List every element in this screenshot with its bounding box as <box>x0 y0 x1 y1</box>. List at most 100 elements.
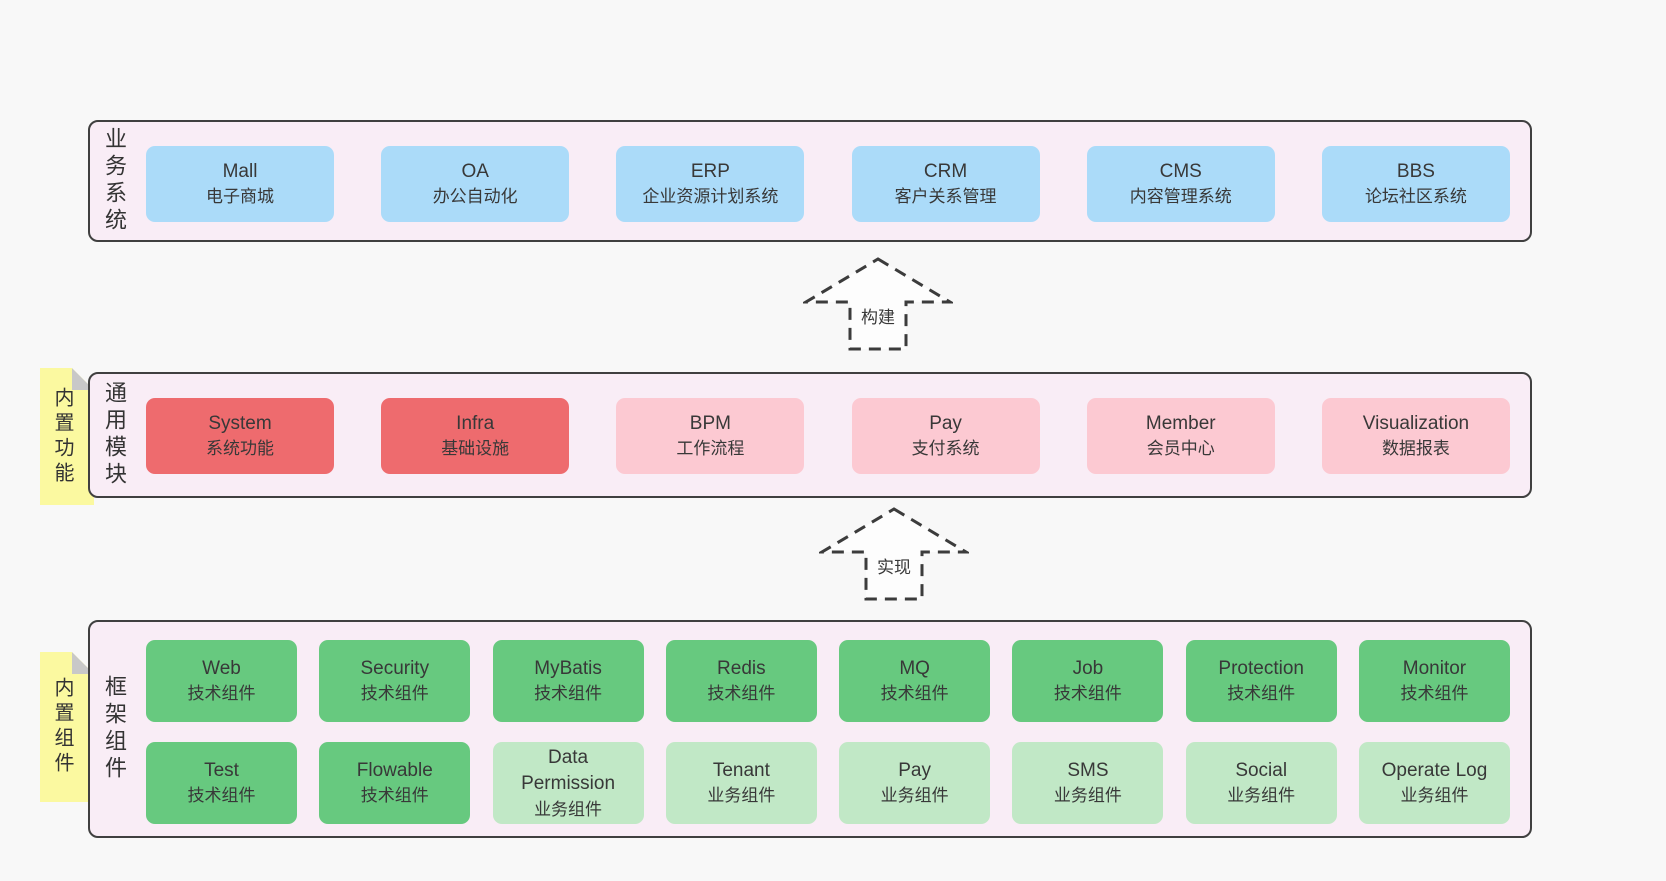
box-en-name: MQ <box>899 658 930 680</box>
box-web: Web 技术组件 <box>146 640 297 722</box>
box-en-name: OA <box>461 161 489 183</box>
box-zh-desc: 内容管理系统 <box>1129 187 1232 207</box>
box-zh-desc: 技术组件 <box>1227 684 1296 704</box>
box-visualization: Visualization 数据报表 <box>1321 398 1510 474</box>
implement-arrow-label: 实现 <box>877 558 911 577</box>
box-en-name: Member <box>1145 413 1216 435</box>
box-zh-desc: 技术组件 <box>1400 684 1469 704</box>
box-zh-desc: 办公自动化 <box>432 187 518 207</box>
box-zh-desc: 系统功能 <box>206 439 274 459</box>
box-zh-desc: 论坛社区系统 <box>1364 187 1467 207</box>
box-social: Social 业务组件 <box>1185 742 1337 824</box>
box-pay: Pay 业务组件 <box>839 742 991 824</box>
box-en-name: CMS <box>1159 161 1202 183</box>
business-systems-label: 业务系统 <box>102 127 127 235</box>
dashed-up-arrow-shape <box>803 257 953 351</box>
box-oa: OA 办公自动化 <box>381 146 570 222</box>
box-en-name: Operate Log <box>1381 760 1488 782</box>
box-en-name: Visualization <box>1362 413 1470 435</box>
box-test: Test 技术组件 <box>146 742 297 824</box>
box-en-name: Infra <box>456 413 495 435</box>
box-flowable: Flowable 技术组件 <box>319 742 471 824</box>
box-zh-desc: 业务组件 <box>1400 786 1469 806</box>
box-zh-desc: 业务组件 <box>1053 786 1122 806</box>
box-en-name: Pay <box>929 413 962 435</box>
box-en-name: Flowable <box>356 760 433 782</box>
box-redis: Redis 技术组件 <box>665 640 817 722</box>
box-zh-desc: 工作流程 <box>676 439 745 459</box>
box-protection: Protection 技术组件 <box>1185 640 1337 722</box>
box-en-name: Pay <box>898 760 931 782</box>
box-zh-desc: 技术组件 <box>360 786 429 806</box>
box-en-name: Job <box>1072 658 1104 680</box>
box-en-name: System <box>208 413 272 435</box>
box-bpm: BPM 工作流程 <box>616 398 805 474</box>
build-arrow-label: 构建 <box>861 308 895 327</box>
box-mall: Mall 电子商城 <box>146 146 334 222</box>
box-zh-desc: 业务组件 <box>534 799 603 819</box>
box-member: Member 会员中心 <box>1086 398 1275 474</box>
sticky-note-builtin-features: 内置功能 <box>40 368 94 505</box>
box-zh-desc: 基础设施 <box>441 439 510 459</box>
box-zh-desc: 技术组件 <box>1053 684 1122 704</box>
box-en-name: BBS <box>1396 161 1435 183</box>
box-crm: CRM 客户关系管理 <box>851 146 1040 222</box>
box-mq: MQ 技术组件 <box>839 640 991 722</box>
box-en-name: MyBatis <box>534 658 602 680</box>
box-en-name: Redis <box>717 658 766 680</box>
sticky-note-label: 内置功能 <box>51 386 73 487</box>
build-arrow-up: 构建 <box>803 257 953 351</box>
box-zh-desc: 技术组件 <box>187 684 256 704</box>
box-infra: Infra 基础设施 <box>381 398 570 474</box>
box-en-name: Mall <box>222 161 258 183</box>
box-sms: SMS 业务组件 <box>1012 742 1164 824</box>
box-zh-desc: 技术组件 <box>880 684 949 704</box>
box-en-name: BPM <box>689 413 731 435</box>
box-zh-desc: 业务组件 <box>707 786 776 806</box>
sticky-note-label: 内置组件 <box>51 677 73 777</box>
box-en-name: Security <box>360 658 430 680</box>
box-bbs: BBS 论坛社区系统 <box>1321 146 1510 222</box>
box-zh-desc: 业务组件 <box>1227 786 1296 806</box>
box-job: Job 技术组件 <box>1012 640 1164 722</box>
box-zh-desc: 技术组件 <box>707 684 776 704</box>
box-en-name: SMS <box>1067 760 1109 782</box>
dashed-up-arrow-shape <box>819 507 969 601</box>
box-en-name: Web <box>202 658 241 680</box>
box-en-name: Tenant <box>712 760 770 782</box>
box-zh-desc: 电子商城 <box>206 187 274 207</box>
box-security: Security 技术组件 <box>319 640 471 722</box>
sticky-note-builtin-components: 内置组件 <box>40 652 94 802</box>
box-cms: CMS 内容管理系统 <box>1086 146 1275 222</box>
box-zh-desc: 技术组件 <box>360 684 429 704</box>
common-modules-label: 通用模块 <box>102 381 127 489</box>
box-zh-desc: 业务组件 <box>880 786 949 806</box>
box-en-name: Social <box>1235 760 1288 782</box>
framework-components-label: 框架组件 <box>102 675 127 783</box>
box-zh-desc: 企业资源计划系统 <box>642 187 779 207</box>
box-zh-desc: 会员中心 <box>1146 439 1215 459</box>
box-tenant: Tenant 业务组件 <box>665 742 817 824</box>
box-zh-desc: 技术组件 <box>187 786 256 806</box>
box-zh-desc: 数据报表 <box>1381 439 1450 459</box>
box-en-name: Data Permission <box>521 747 616 795</box>
box-zh-desc: 技术组件 <box>534 684 603 704</box>
box-en-name: CRM <box>923 161 968 183</box>
box-data-permission: Data Permission 业务组件 <box>492 742 644 824</box>
box-zh-desc: 客户关系管理 <box>894 187 997 207</box>
box-en-name: Test <box>204 760 239 782</box>
implement-arrow-up: 实现 <box>819 507 969 601</box>
box-en-name: Protection <box>1218 658 1304 680</box>
box-operate-log: Operate Log 业务组件 <box>1358 742 1510 824</box>
box-mybatis: MyBatis 技术组件 <box>492 640 644 722</box>
